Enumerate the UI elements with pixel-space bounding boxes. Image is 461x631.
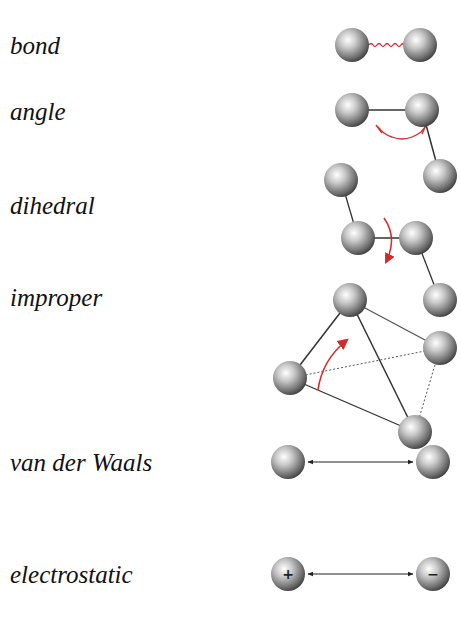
charge-sign: − <box>416 557 450 591</box>
vdw-figure <box>271 445 450 479</box>
charged-atom: − <box>416 557 450 591</box>
term-label: van der Waals <box>10 450 152 475</box>
dihedral-figure <box>324 163 457 317</box>
charge-sign: + <box>271 557 305 591</box>
term-label: angle <box>10 99 66 124</box>
charged-atom: + <box>271 557 305 591</box>
term-label: improper <box>10 285 102 310</box>
improper-figure <box>273 283 457 449</box>
interaction-arrow <box>308 574 413 575</box>
term-label: dihedral <box>10 193 95 218</box>
term-label: bond <box>10 33 60 58</box>
bond-figure <box>335 28 437 62</box>
term-label: electrostatic <box>10 562 133 587</box>
